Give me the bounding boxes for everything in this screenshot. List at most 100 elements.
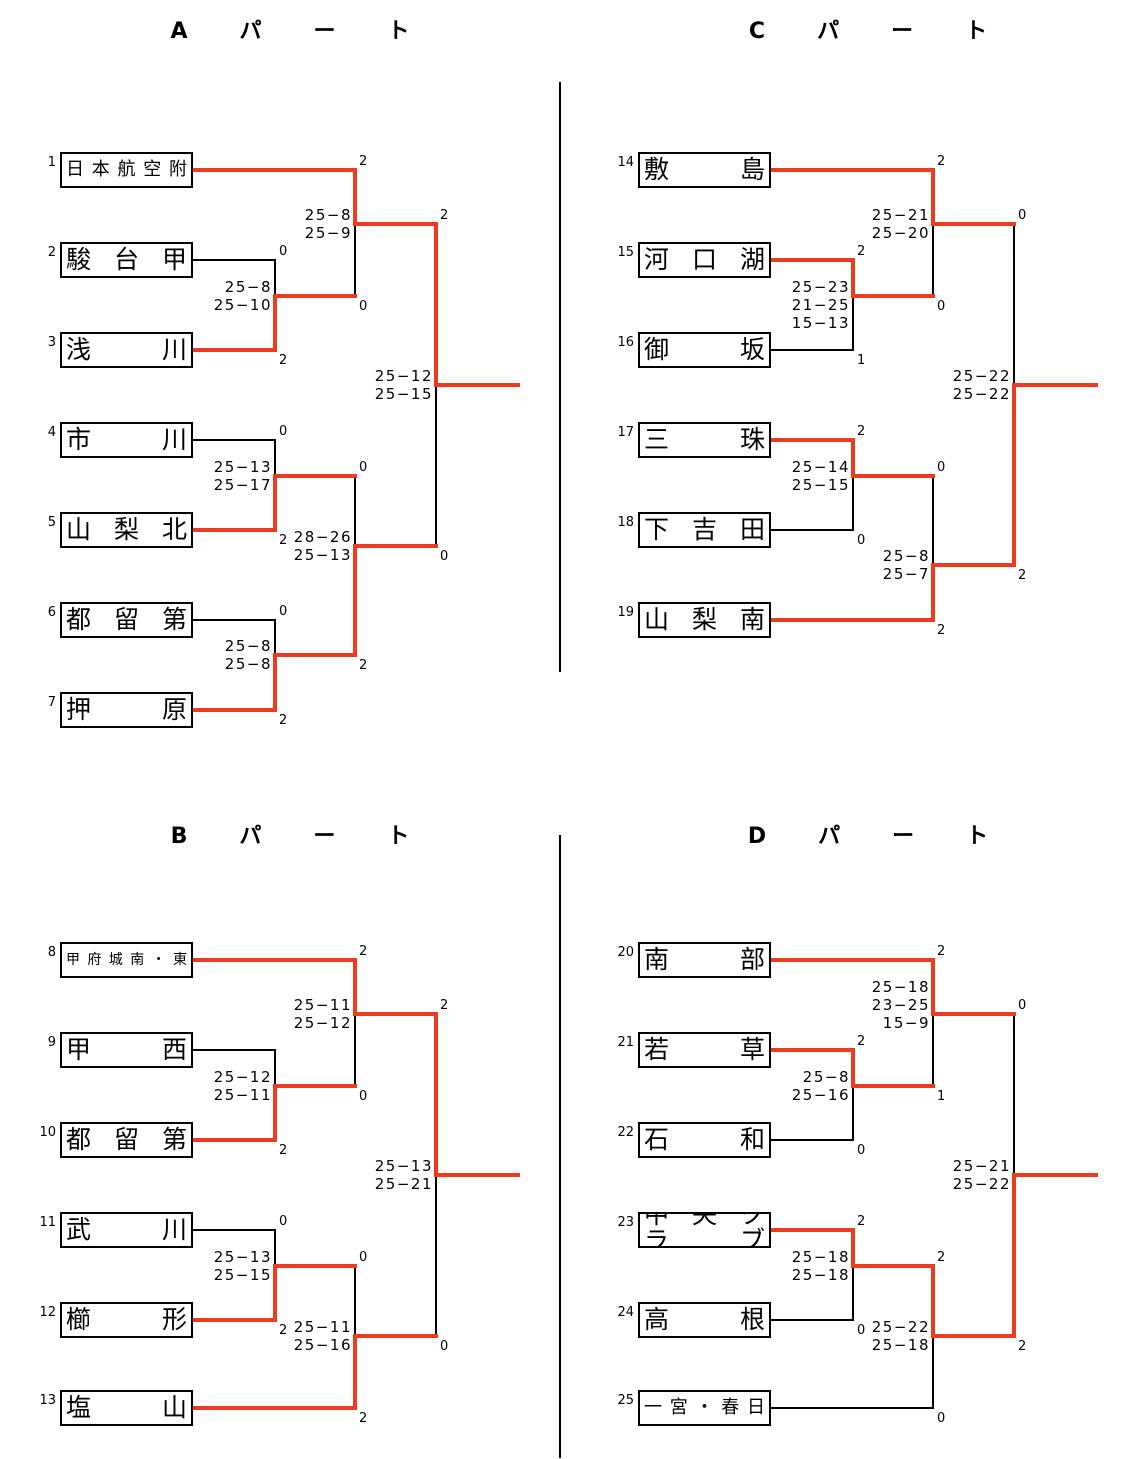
set-score: 25−22: [953, 367, 1011, 385]
set-score: 25−13: [375, 1157, 433, 1175]
team-name: 高 根: [644, 1305, 765, 1334]
set-score: 25−8: [225, 278, 272, 296]
team-seed: 6: [48, 605, 56, 620]
team-seed: 15: [617, 245, 634, 260]
set-score: 25−21: [953, 1157, 1011, 1175]
part-title: Bパート: [171, 824, 462, 849]
team-name: 御 坂: [644, 335, 765, 364]
team-seed: 1: [48, 155, 56, 170]
sets-won-label: 0: [279, 244, 287, 259]
set-score: 25−9: [305, 224, 352, 242]
sets-won-label: 0: [359, 1250, 367, 1265]
set-score: 25−10: [214, 296, 272, 314]
team-box: 市 川: [60, 422, 193, 458]
team-seed: 13: [39, 1393, 56, 1408]
sets-won-label: 0: [440, 549, 448, 564]
sets-won-label: 2: [937, 623, 945, 638]
team-seed: 24: [617, 1305, 634, 1320]
set-score: 25−13: [214, 1248, 272, 1266]
sets-won-label: 0: [279, 1214, 287, 1229]
set-score: 25−18: [792, 1266, 850, 1284]
sets-won-label: 2: [359, 154, 367, 169]
team-box: 河 口 湖 南: [638, 242, 771, 278]
set-score: 25−15: [214, 1266, 272, 1284]
team-box: 駿 台 甲 府: [60, 242, 193, 278]
sets-won-label: 2: [857, 1214, 865, 1229]
sets-won-label: 0: [359, 1089, 367, 1104]
set-score: 25−8: [305, 206, 352, 224]
team-box: 御 坂: [638, 332, 771, 368]
team-name: 一 宮 ・ 春 日 居: [644, 1397, 765, 1418]
team-box: 甲 西: [60, 1032, 193, 1068]
team-seed: 23: [617, 1215, 634, 1230]
set-score: 25−11: [294, 1318, 352, 1336]
team-box: 櫛 形: [60, 1302, 193, 1338]
team-seed: 17: [617, 425, 634, 440]
team-box: 甲 府 城 南 ・ 東 ・ 西: [60, 942, 193, 978]
set-score: 25−22: [872, 1318, 930, 1336]
set-score: 15−9: [883, 1014, 930, 1032]
sets-won-label: 2: [857, 244, 865, 259]
team-name: 都 留 第 一: [66, 1125, 187, 1154]
sets-won-label: 2: [937, 154, 945, 169]
team-seed: 16: [617, 335, 634, 350]
sets-won-label: 0: [359, 460, 367, 475]
sets-won-label: 2: [937, 944, 945, 959]
sets-won-label: 2: [279, 1323, 287, 1338]
team-name: 都 留 第 二: [66, 605, 187, 634]
set-score: 25−22: [953, 385, 1011, 403]
sets-won-label: 2: [1018, 1339, 1026, 1354]
sets-won-label: 2: [440, 998, 448, 1013]
set-score: 25−20: [872, 224, 930, 242]
sets-won-label: 2: [857, 424, 865, 439]
set-score: 25−18: [792, 1248, 850, 1266]
sets-won-label: 2: [359, 1411, 367, 1426]
sets-won-label: 2: [279, 533, 287, 548]
team-seed: 14: [617, 155, 634, 170]
set-score: 28−26: [294, 528, 352, 546]
team-name: 櫛 形: [66, 1305, 187, 1334]
team-box: 浅 川: [60, 332, 193, 368]
team-box: 中 央 ク ラ ブ: [638, 1212, 771, 1248]
team-name: 塩 山: [66, 1393, 187, 1422]
team-seed: 2: [48, 245, 56, 260]
sets-won-label: 1: [937, 1089, 945, 1104]
team-seed: 21: [617, 1035, 634, 1050]
team-box: 塩 山: [60, 1390, 193, 1426]
sets-won-label: 0: [857, 1323, 865, 1338]
team-name: 浅 川: [66, 335, 187, 364]
team-seed: 19: [617, 605, 634, 620]
sets-won-label: 2: [359, 944, 367, 959]
team-seed: 10: [39, 1125, 56, 1140]
team-name: 河 口 湖 南: [644, 245, 765, 274]
part-title: Aパート: [170, 19, 461, 44]
set-score: 25−8: [225, 655, 272, 673]
set-score: 25−23: [792, 278, 850, 296]
sets-won-label: 0: [1018, 208, 1026, 223]
set-score: 25−15: [375, 385, 433, 403]
sets-won-label: 2: [359, 658, 367, 673]
team-name: 武 川: [66, 1215, 187, 1244]
set-score: 25−12: [294, 1014, 352, 1032]
set-score: 25−18: [872, 1336, 930, 1354]
team-name: 駿 台 甲 府: [66, 245, 187, 274]
team-seed: 3: [48, 335, 56, 350]
team-box: 三 珠: [638, 422, 771, 458]
team-box: 山 梨 南: [638, 602, 771, 638]
team-name: 市 川: [66, 425, 187, 454]
sets-won-label: 1: [857, 353, 865, 368]
set-score: 25−11: [294, 996, 352, 1014]
sets-won-label: 2: [857, 1034, 865, 1049]
part-title: Dパート: [748, 824, 1040, 849]
team-seed: 9: [48, 1035, 56, 1050]
sets-won-label: 0: [937, 299, 945, 314]
team-seed: 20: [617, 945, 634, 960]
team-name: 下 吉 田: [644, 515, 765, 544]
set-score: 21−25: [792, 296, 850, 314]
sets-won-label: 0: [440, 1339, 448, 1354]
team-box: 高 根: [638, 1302, 771, 1338]
set-score: 25−8: [803, 1068, 850, 1086]
set-score: 25−8: [225, 637, 272, 655]
part-title: Cパート: [749, 19, 1039, 44]
